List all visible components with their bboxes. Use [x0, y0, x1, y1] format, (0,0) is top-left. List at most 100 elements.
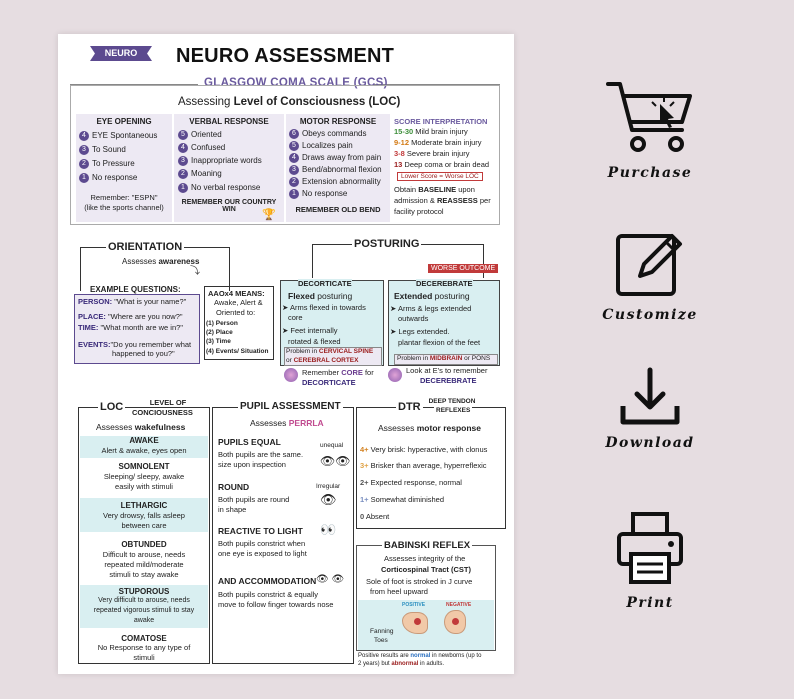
neuro-tag: NEURO: [90, 46, 152, 61]
decerebrate-point-cont: outwards: [398, 314, 429, 323]
pupil-title: PUPIL ASSESSMENT: [238, 401, 343, 412]
loc-level-awake: [80, 436, 208, 458]
customize-action[interactable]: Customize: [590, 226, 710, 323]
eyes-unequal-icon: 👁👁: [320, 454, 351, 468]
fanning-label: Fanning: [370, 628, 394, 635]
irregular-label: Irregular: [316, 483, 341, 490]
decorticate-mnemonic-2: DECORTICATE: [302, 378, 356, 387]
loc-level-desc: Sleeping/ sleepy, awake: [103, 472, 185, 481]
motor-note: REMEMBER OLD BEND: [295, 205, 381, 214]
babinski-footnote-2: 2 years) but abnormal in adults.: [358, 661, 445, 667]
aaox4-item: (2) Place: [206, 329, 233, 336]
score-row: 3-8 Severe brain injury: [394, 149, 470, 158]
loc-level-name: AWAKE: [129, 436, 159, 445]
decerebrate-subtitle: Extended posturing: [394, 291, 470, 301]
round-title: ROUND: [218, 482, 250, 492]
negative-label: NEGATIVE: [446, 602, 472, 608]
download-label: Download: [605, 435, 695, 451]
loc-level-desc: repeated vigorous stimuli to stay: [93, 607, 195, 614]
page-title: NEURO ASSESSMENT: [176, 45, 395, 67]
gcs-title: GLASGOW COMA SCALE (GCS): [204, 77, 388, 89]
loc-level-lethargic: [80, 498, 208, 532]
trophy-icon: 🏆: [262, 209, 276, 221]
loc-level-name: COMATOSE: [121, 634, 167, 643]
reactive-light-desc: one eye is exposed to light: [218, 549, 307, 558]
decerebrate-problem: Problem in MIDBRAIN or PONS: [397, 355, 491, 362]
question-events-2: happened to you?": [112, 349, 175, 358]
motor-heading: MOTOR RESPONSE: [299, 117, 377, 126]
round-desc: Both pupils are round: [218, 495, 290, 504]
decorticate-point: ➤ Feet internally: [282, 326, 338, 335]
loc-level-desc: No Response to any type of: [97, 643, 191, 652]
decorticate-problem: Problem in CERVICAL SPINE: [286, 348, 374, 355]
question-person: PERSON: "What is your name?": [78, 297, 187, 306]
unequal-label: unequal: [320, 442, 344, 449]
decerebrate-box: [388, 280, 500, 366]
dtr-row: 2+ Expected response, normal: [360, 478, 462, 487]
aaox4-title: AAOx4 MEANS:: [208, 289, 265, 298]
loc-level-desc: easily with stimuli: [115, 482, 173, 491]
loc-level-desc: Alert & awake, eyes open: [101, 446, 187, 455]
babinski-footnote: Positive results are normal in newborns …: [358, 653, 482, 659]
arrow-icon: ⤵: [190, 266, 200, 277]
accommodation-desc: Both pupils constrict & equally: [218, 590, 319, 599]
eyes-accommodation-icon: 👁 👁: [316, 574, 345, 585]
loc-level-desc: Difficult to arouse, needs: [102, 550, 186, 559]
pupils-equal-title: PUPILS EQUAL: [218, 437, 281, 447]
aaox4-box: [204, 286, 274, 360]
baseline-note: admission & REASSESS per: [394, 196, 491, 205]
decorticate-problem-box: [284, 347, 382, 366]
babinski-title: BABINSKI REFLEX: [382, 540, 473, 551]
baseline-note: Obtain BASELINE upon: [394, 185, 475, 194]
loc-level-desc: between care: [121, 521, 167, 530]
eyes-reactive-icon: 👀: [320, 522, 337, 537]
divider: [70, 84, 198, 85]
babinski-line: Corticospinal Tract (CST): [381, 565, 472, 574]
decerebrate-mnemonic: Look at E's to remember: [406, 366, 488, 375]
verbal-heading: VERBAL RESPONSE: [189, 117, 269, 126]
product-sheet: NEURO NEURO ASSESSMENT GLASGOW COMA SCAL…: [58, 34, 514, 674]
purchase-action[interactable]: Purchase: [590, 78, 710, 181]
question-place: PLACE: "Where are you now?": [78, 312, 183, 321]
decorticate-subtitle: Flexed posturing: [288, 291, 353, 301]
loc-assess: Assesses wakefulness: [96, 422, 186, 432]
gcs-subtitle: Assessing Level of Consciousness (LOC): [178, 96, 401, 108]
purchase-label: Purchase: [607, 165, 693, 181]
round-desc: in shape: [218, 505, 247, 514]
decorticate-mnemonic: Remember CORE for: [302, 368, 374, 377]
download-icon: [620, 367, 680, 425]
loc-title-2: LEVEL OF: [149, 398, 187, 407]
aaox4-item: (3) Time: [206, 338, 231, 345]
aaox4-line: Oriented to:: [216, 308, 256, 317]
baseline-note: facility protocol: [394, 207, 444, 216]
loc-level-name: LETHARGIC: [120, 501, 168, 510]
dtr-box: [356, 407, 506, 529]
download-action[interactable]: Download: [590, 366, 710, 451]
pupils-equal-desc: Both pupils are the same.: [218, 450, 304, 459]
print-action[interactable]: Print: [590, 510, 710, 611]
accommodation-desc: move to follow finger towards nose: [218, 600, 334, 609]
gcs-box: [70, 85, 500, 225]
example-questions-title: EXAMPLE QUESTIONS:: [90, 285, 181, 294]
loc-level-desc: stimuli: [133, 653, 155, 662]
print-label: Print: [626, 595, 674, 611]
lower-score-note: Lower Score = Worse LOC: [397, 172, 483, 181]
dtr-title: DTR: [396, 401, 423, 413]
babinski-line: Sole of foot is stroked in J curve: [366, 577, 473, 586]
score-heading: SCORE INTERPRETATION: [394, 117, 488, 126]
dtr-row: 4+ Very brisk: hyperactive, with clonus: [360, 445, 488, 454]
aaox4-item: (1) Person: [206, 320, 238, 327]
worse-outcome-badge: WORSE OUTCOME: [428, 264, 499, 273]
